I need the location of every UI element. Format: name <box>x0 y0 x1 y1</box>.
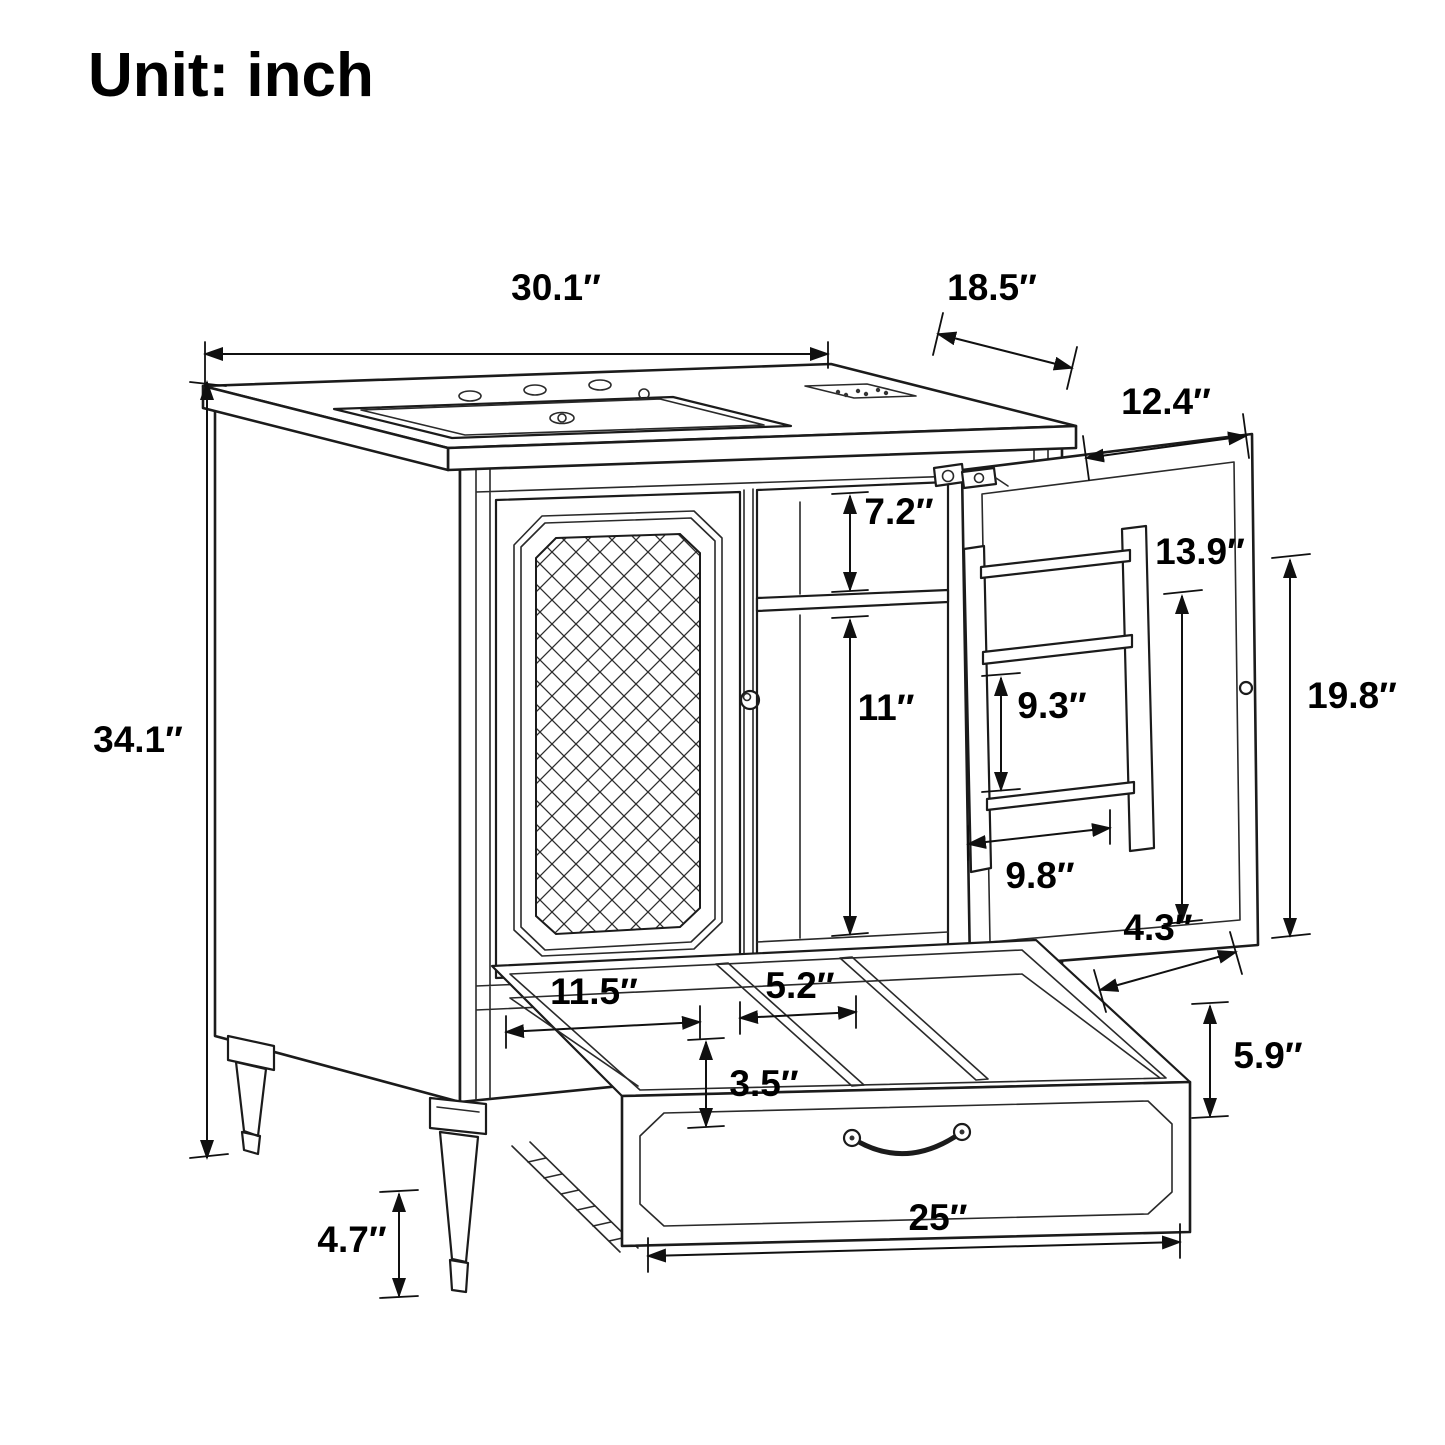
drawer-floor-lines <box>509 973 1161 1087</box>
dim-arrow <box>966 823 1112 849</box>
dim-label-drawer-width: 25″ <box>909 1197 968 1238</box>
unit-title-text: Unit: inch <box>88 41 374 110</box>
soap-tray-dot <box>883 390 889 396</box>
faucet-hole-left <box>458 390 482 402</box>
dimensions: 30.1″ 18.5″ 12.4″ 34.1″ 7.2″ 11″ <box>93 267 1397 1299</box>
door-hinge <box>932 462 1009 490</box>
dim-label-counter-depth: 18.5″ <box>947 267 1037 308</box>
sink-inner-bowl <box>360 398 765 436</box>
dim-label-rack-opening-height: 9.3″ <box>1017 685 1086 726</box>
hinge-screw <box>973 472 985 484</box>
dim-label-upper-shelf-height: 7.2″ <box>864 491 933 532</box>
dim-drawer-left-section: 11.5″ <box>504 971 702 1049</box>
faucet-hole-center <box>523 384 547 396</box>
sink-outer-rim <box>332 395 793 440</box>
hinge-cup <box>941 469 955 483</box>
dim-upper-shelf-height: 7.2″ <box>831 491 934 593</box>
unit-title: Unit: inch <box>88 41 374 110</box>
drawer-handle-pin-left <box>849 1135 855 1141</box>
dim-label-drawer-middle-section: 5.2″ <box>765 965 834 1006</box>
dim-arrow <box>1098 950 1238 992</box>
dim-arrow <box>738 1005 858 1025</box>
dim-rack-width: 9.8″ <box>966 809 1112 896</box>
interior-shelf <box>755 588 950 613</box>
dim-label-door-rack-height: 13.9″ <box>1155 531 1245 572</box>
door-storage-rack <box>962 524 1156 874</box>
lift-rod-hole <box>638 388 650 400</box>
dim-door-height: 19.8″ <box>1271 553 1397 939</box>
dim-label-drawer-left-section: 11.5″ <box>550 971 638 1012</box>
cabinet-left-side-panel <box>213 394 462 1104</box>
soap-tray-dot <box>835 389 841 395</box>
soap-tray-dot <box>843 392 849 398</box>
hinge-cup-plate <box>932 462 966 488</box>
dim-rack-shelf-depth: 4.3″ <box>1093 907 1243 1013</box>
rack-top-bar <box>979 548 1132 580</box>
sink-drain-hole <box>557 413 567 423</box>
dim-drawer-inner-height: 3.5″ <box>687 1037 799 1129</box>
sink <box>332 379 917 440</box>
dim-label-rack-width: 9.8″ <box>1005 855 1074 896</box>
dim-arrow <box>936 331 1074 371</box>
front-left-leg <box>428 1096 488 1294</box>
dim-label-drawer-inner-height: 3.5″ <box>729 1063 798 1104</box>
dim-door-rack-height: 13.9″ <box>1155 531 1245 925</box>
dim-rack-opening-height: 9.3″ <box>981 672 1087 793</box>
dim-label-rack-shelf-depth: 4.3″ <box>1123 907 1192 948</box>
dim-arrow <box>646 1235 1182 1263</box>
dim-label-overall-height: 34.1″ <box>93 719 183 760</box>
soap-tray <box>804 383 917 399</box>
drawer-front-moulding <box>639 1100 1173 1227</box>
rack-bottom-bar <box>985 780 1136 812</box>
rear-left-leg <box>226 1034 276 1156</box>
dim-label-lower-cabinet-height: 11″ <box>858 687 915 728</box>
sink-drain <box>549 411 575 425</box>
dim-drawer-middle-section: 5.2″ <box>738 965 858 1035</box>
dim-arrow <box>504 1015 702 1039</box>
drawer-slide-rails <box>511 1141 639 1253</box>
door-moulding-inner <box>520 517 716 951</box>
dim-counter-depth: 18.5″ <box>932 267 1078 390</box>
dim-leg-height: 4.7″ <box>317 1189 419 1299</box>
door-knob-highlight <box>742 692 752 702</box>
drawer-handle-bar <box>849 1129 965 1156</box>
dim-lower-cabinet-height: 11″ <box>831 615 915 937</box>
dim-door-width: 12.4″ <box>1082 381 1250 481</box>
dim-arrow <box>1084 431 1248 463</box>
drawer-slide-ticks <box>527 1157 628 1242</box>
soap-tray-dot <box>875 387 881 393</box>
lattice-door <box>494 490 761 980</box>
dim-label-door-height: 19.8″ <box>1307 675 1397 716</box>
door-moulding-outer <box>513 510 723 957</box>
rack-right-rail <box>1120 524 1156 853</box>
drawer-box-inner-rim <box>509 949 1167 1091</box>
dim-label-door-width: 12.4″ <box>1121 381 1211 422</box>
open-door-knob <box>1238 680 1254 696</box>
rack-left-rail <box>962 544 993 874</box>
dim-counter-width: 30.1″ <box>203 267 830 387</box>
dim-overall-height: 34.1″ <box>93 380 229 1160</box>
dim-drawer-width: 25″ <box>646 1197 1182 1273</box>
rack-middle-shelf <box>981 633 1134 666</box>
hinge-arm <box>995 477 1009 487</box>
opening-interior-lines <box>756 501 949 943</box>
dim-label-counter-width: 30.1″ <box>511 267 601 308</box>
soap-tray-dot <box>863 391 869 397</box>
drawer-handle-pin-right <box>959 1129 965 1135</box>
hinge-arm-plate <box>960 466 998 490</box>
faucet-hole-right <box>588 379 612 391</box>
lattice-panel <box>535 532 701 936</box>
dim-label-drawer-front-height: 5.9″ <box>1233 1035 1302 1076</box>
soap-tray-dot <box>855 388 861 394</box>
drawer-front-panel <box>620 1080 1192 1248</box>
dim-drawer-front-height: 5.9″ <box>1191 1001 1303 1119</box>
front-left-leg-cap-line <box>436 1106 480 1113</box>
dim-label-leg-height: 4.7″ <box>317 1219 386 1260</box>
